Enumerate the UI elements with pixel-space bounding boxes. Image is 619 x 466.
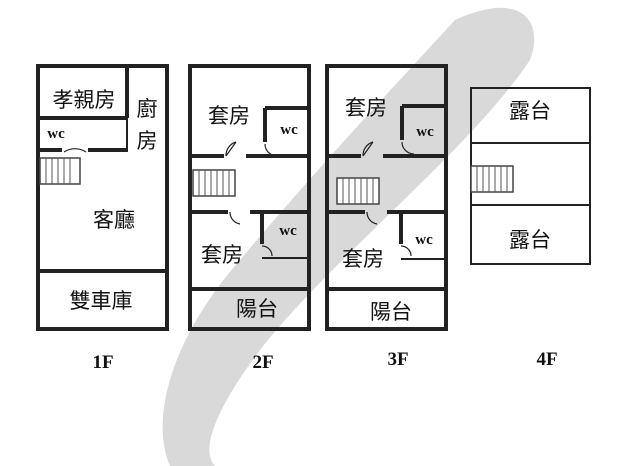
room-terrace-lower: 露台 xyxy=(509,229,551,252)
room-kitchen-bottom: 房 xyxy=(137,130,158,153)
room-suite-lower-2f: 套房 xyxy=(201,244,243,267)
room-wc-upper-2f: wc xyxy=(280,122,298,138)
floor-2f: 套房 wc 套房 wc 陽台 2F xyxy=(188,64,311,373)
room-terrace-upper: 露台 xyxy=(509,100,551,123)
room-living: 客廳 xyxy=(93,209,135,232)
room-elder: 孝親房 xyxy=(53,89,116,112)
staircase-4f xyxy=(470,165,514,193)
floor-label-4f: 4F xyxy=(536,349,557,370)
room-suite-upper-2f: 套房 xyxy=(208,105,250,128)
room-garage: 雙車庫 xyxy=(70,290,133,313)
room-balcony-2f: 陽台 xyxy=(236,298,278,321)
room-wc-lower-2f: wc xyxy=(279,223,297,239)
floor-label-1f: 1F xyxy=(92,352,113,373)
floor-4f: 露台 露台 4F xyxy=(470,87,591,370)
room-kitchen-top: 廚 xyxy=(137,98,158,121)
room-wc-1f: wc xyxy=(47,126,65,142)
room-balcony-3f: 陽台 xyxy=(370,301,412,324)
floor-label-2f: 2F xyxy=(252,352,273,373)
room-wc-upper-3f: wc xyxy=(416,124,434,140)
watermark-swoosh xyxy=(162,7,535,466)
staircase-1f xyxy=(39,157,81,185)
floor-1f: 孝親房 廚 房 wc 客廳 雙車庫 1F xyxy=(36,64,169,373)
staircase-3f xyxy=(336,177,380,205)
room-suite-upper-3f: 套房 xyxy=(345,97,387,120)
floor-label-3f: 3F xyxy=(387,349,408,370)
floor-3f: 套房 wc 套房 wc 陽台 3F xyxy=(325,64,448,370)
room-suite-lower-3f: 套房 xyxy=(342,248,384,271)
staircase-2f xyxy=(192,169,236,197)
room-wc-lower-3f: wc xyxy=(415,232,433,248)
